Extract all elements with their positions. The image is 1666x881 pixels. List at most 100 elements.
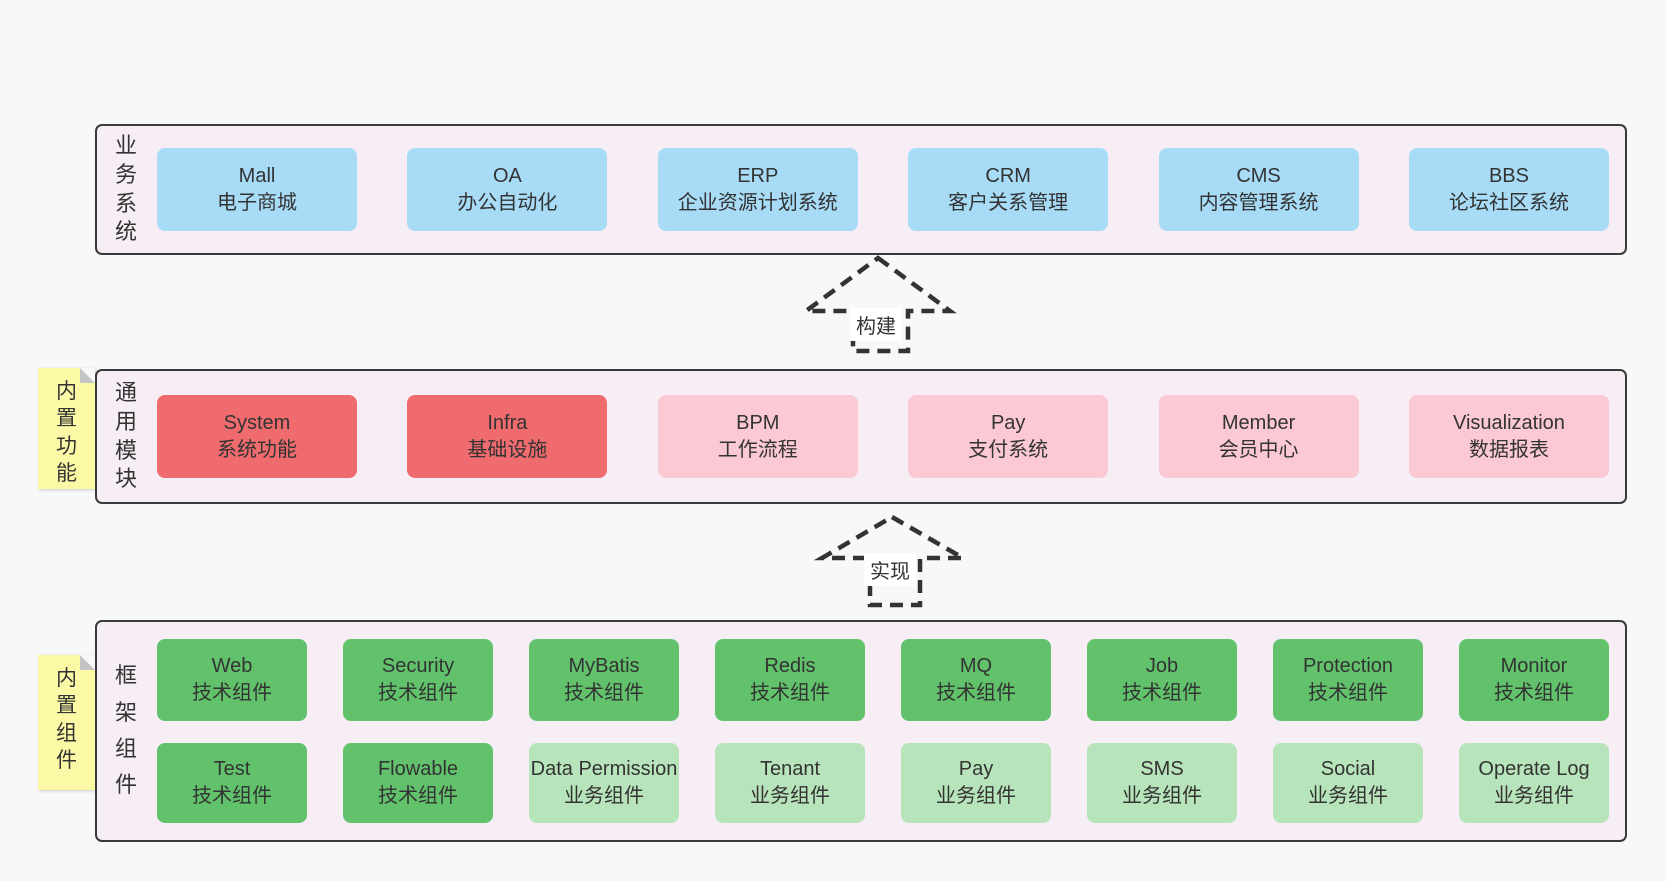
box-data-permission: Data Permission 业务组件 (529, 743, 679, 823)
box-pay-module: Pay 支付系统 (908, 395, 1109, 478)
box-pay-component: Pay 业务组件 (901, 743, 1051, 823)
components-row-2: Test 技术组件 Flowable 技术组件 Data Permission … (157, 743, 1609, 823)
box-subtitle: 技术组件 (750, 682, 830, 704)
business-boxes-row: Mall 电子商城 OA 办公自动化 ERP 企业资源计划系统 CRM 客户关系… (139, 148, 1625, 231)
box-subtitle: 技术组件 (1308, 682, 1388, 704)
business-systems-band: 业务系统 Mall 电子商城 OA 办公自动化 ERP 企业资源计划系统 CRM… (95, 124, 1627, 255)
box-name: Job (1145, 655, 1179, 677)
components-rows: Web 技术组件 Security 技术组件 MyBatis 技术组件 Redi… (139, 639, 1625, 823)
box-name: SMS (1140, 758, 1184, 780)
framework-components-band: 框架组件 Web 技术组件 Security 技术组件 MyBatis 技术组件… (95, 620, 1627, 842)
box-name: Web (211, 655, 253, 677)
box-protection: Protection 技术组件 (1273, 639, 1423, 721)
sticky-note-builtin-components: 内置组件 (38, 655, 95, 790)
folded-corner-icon (80, 655, 95, 670)
box-name: MQ (959, 655, 993, 677)
box-subtitle: 数据报表 (1468, 438, 1549, 461)
box-sms: SMS 业务组件 (1087, 743, 1237, 823)
box-subtitle: 办公自动化 (457, 191, 558, 214)
box-web: Web 技术组件 (157, 639, 307, 721)
box-mybatis: MyBatis 技术组件 (529, 639, 679, 721)
box-subtitle: 技术组件 (564, 682, 644, 704)
box-name: Social (1320, 758, 1376, 780)
up-arrow-implement-icon (813, 514, 972, 608)
box-subtitle: 业务组件 (564, 785, 644, 807)
components-row-1: Web 技术组件 Security 技术组件 MyBatis 技术组件 Redi… (157, 639, 1609, 721)
box-redis: Redis 技术组件 (715, 639, 865, 721)
box-name: Member (1221, 411, 1296, 434)
box-subtitle: 技术组件 (192, 785, 272, 807)
sticky-note-label: 内置功能 (56, 380, 77, 485)
box-tenant: Tenant 业务组件 (715, 743, 865, 823)
implement-arrow-label: 实现 (864, 553, 916, 586)
box-subtitle: 企业资源计划系统 (677, 191, 838, 214)
box-name: Monitor (1500, 655, 1568, 677)
box-security: Security 技术组件 (343, 639, 493, 721)
box-name: Test (213, 758, 251, 780)
sticky-note-builtin-features: 内置功能 (38, 368, 95, 489)
box-name: Tenant (759, 758, 821, 780)
box-mall: Mall 电子商城 (157, 148, 357, 231)
box-name: Redis (764, 655, 816, 677)
box-oa: OA 办公自动化 (407, 148, 608, 231)
box-subtitle: 系统功能 (217, 438, 297, 461)
box-name: CRM (985, 164, 1031, 187)
box-erp: ERP 企业资源计划系统 (657, 148, 858, 231)
common-modules-band: 通用模块 System 系统功能 Infra 基础设施 BPM 工作流程 Pay… (95, 369, 1627, 504)
box-subtitle: 业务组件 (1308, 785, 1388, 807)
modules-band-label: 通用模块 (114, 380, 137, 492)
box-name: Data Permission (530, 758, 678, 780)
box-name: OA (492, 164, 522, 187)
up-arrow-build-icon (799, 255, 957, 354)
box-subtitle: 客户关系管理 (948, 191, 1069, 214)
box-name: Operate Log (1478, 758, 1590, 780)
box-subtitle: 会员中心 (1218, 438, 1299, 461)
box-subtitle: 技术组件 (936, 682, 1016, 704)
folded-corner-icon (80, 368, 95, 383)
box-name: MyBatis (568, 655, 640, 677)
box-member: Member 会员中心 (1158, 395, 1359, 478)
build-arrow-label: 构建 (850, 308, 902, 341)
box-name: Pay (990, 411, 1026, 434)
box-subtitle: 技术组件 (1494, 682, 1574, 704)
box-flowable: Flowable 技术组件 (343, 743, 493, 823)
box-name: Protection (1302, 655, 1394, 677)
box-subtitle: 技术组件 (378, 785, 458, 807)
box-test: Test 技术组件 (157, 743, 307, 823)
box-mq: MQ 技术组件 (901, 639, 1051, 721)
box-name: Visualization (1452, 411, 1565, 434)
sticky-note-label: 内置组件 (56, 667, 77, 772)
box-infra: Infra 基础设施 (407, 395, 608, 478)
modules-boxes-row: System 系统功能 Infra 基础设施 BPM 工作流程 Pay 支付系统… (139, 395, 1625, 478)
box-name: Flowable (377, 758, 459, 780)
box-name: ERP (737, 164, 779, 187)
box-name: CMS (1236, 164, 1281, 187)
box-subtitle: 技术组件 (192, 682, 272, 704)
box-subtitle: 业务组件 (1494, 785, 1574, 807)
box-subtitle: 技术组件 (1122, 682, 1202, 704)
box-job: Job 技术组件 (1087, 639, 1237, 721)
box-subtitle: 工作流程 (717, 438, 798, 461)
box-subtitle: 技术组件 (378, 682, 458, 704)
box-name: Pay (958, 758, 994, 780)
box-name: BBS (1488, 164, 1529, 187)
box-subtitle: 业务组件 (1122, 785, 1202, 807)
box-subtitle: 支付系统 (968, 438, 1049, 461)
box-operate-log: Operate Log 业务组件 (1459, 743, 1609, 823)
box-crm: CRM 客户关系管理 (908, 148, 1109, 231)
box-subtitle: 内容管理系统 (1198, 191, 1319, 214)
box-bbs: BBS 论坛社区系统 (1408, 148, 1609, 231)
box-subtitle: 论坛社区系统 (1448, 191, 1569, 214)
box-name: Mall (238, 164, 276, 187)
box-monitor: Monitor 技术组件 (1459, 639, 1609, 721)
box-social: Social 业务组件 (1273, 743, 1423, 823)
business-band-label: 业务系统 (114, 133, 137, 245)
box-subtitle: 业务组件 (750, 785, 830, 807)
box-name: System (223, 411, 291, 434)
components-band-label: 框架组件 (114, 663, 137, 798)
box-cms: CMS 内容管理系统 (1158, 148, 1359, 231)
box-visualization: Visualization 数据报表 (1408, 395, 1609, 478)
box-subtitle: 电子商城 (217, 191, 297, 214)
box-system: System 系统功能 (157, 395, 357, 478)
box-subtitle: 业务组件 (936, 785, 1016, 807)
